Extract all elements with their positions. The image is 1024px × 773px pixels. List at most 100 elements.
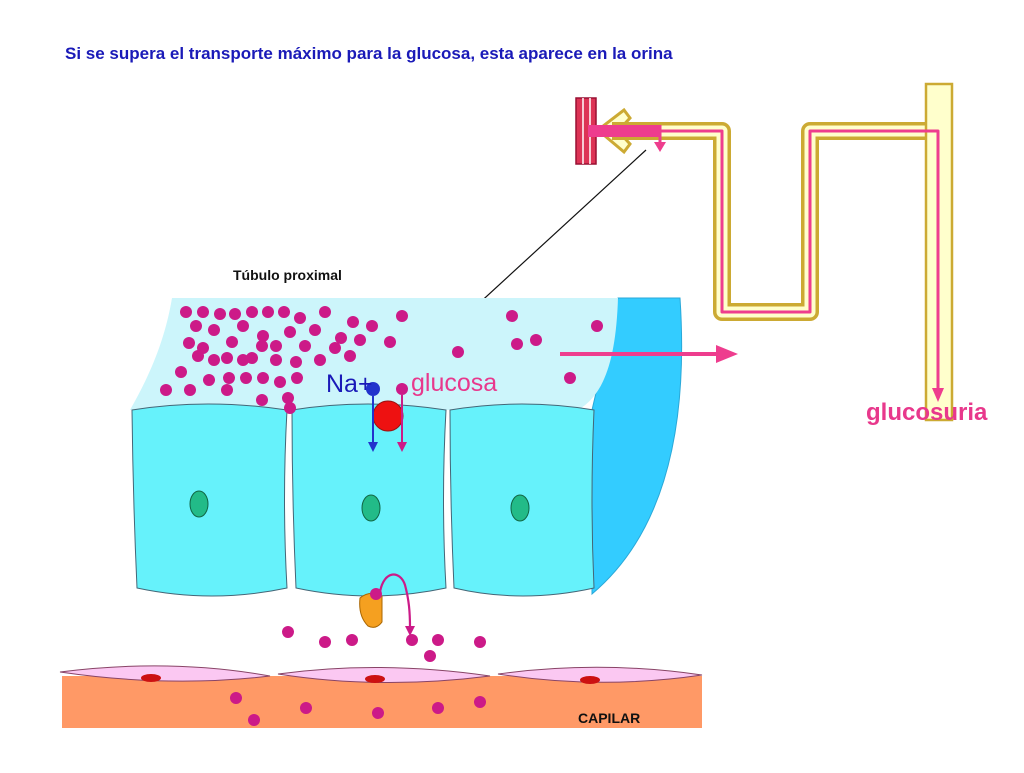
sglt-transporter: [372, 400, 404, 432]
glucose-particle: [270, 354, 282, 366]
cell-nucleus: [189, 490, 209, 518]
glucose-particle: [506, 310, 518, 322]
glucose-particle: [309, 324, 321, 336]
glucose-particle: [183, 337, 195, 349]
glucose-particle: [372, 707, 384, 719]
glucose-particle: [300, 702, 312, 714]
glucose-particle: [406, 634, 418, 646]
tubule-wall: [612, 122, 930, 321]
glucose-particle: [248, 714, 260, 726]
glucosuria-arrowhead: [932, 388, 944, 402]
endothelial-cell: [59, 665, 271, 682]
glucose-particle: [257, 372, 269, 384]
glucose-particle: [230, 692, 242, 704]
glucose-particle: [240, 372, 252, 384]
lumen-wall: [591, 297, 683, 596]
glucose-particle: [203, 374, 215, 386]
glucose-particle: [278, 306, 290, 318]
glucose-particle: [257, 330, 269, 342]
excess-glucose-arrowhead: [716, 345, 738, 363]
sodium-arrowhead: [368, 442, 378, 452]
glucose-particle: [223, 372, 235, 384]
glucose-particle: [452, 346, 464, 358]
glucose-particle: [384, 336, 396, 348]
tubule-lumen: [130, 297, 683, 596]
glucose-particle: [282, 626, 294, 638]
glucose-particle: [290, 356, 302, 368]
capilar-label: CAPILAR: [578, 710, 641, 726]
glucose-particle: [432, 702, 444, 714]
cell-nucleus: [510, 494, 530, 522]
glucose-particle: [208, 324, 220, 336]
glucose-particle: [160, 384, 172, 396]
filtrate-bar: [588, 125, 660, 137]
cell-nucleus: [361, 494, 381, 522]
glucose-particle: [184, 384, 196, 396]
glucose-particle: [226, 336, 238, 348]
glucose-particle: [591, 320, 603, 332]
glucose-molecule: [370, 588, 382, 600]
glucose-arrowhead: [397, 442, 407, 452]
glucose-particle: [237, 354, 249, 366]
glucose-particle: [294, 312, 306, 324]
tubulo-proximal-label: Túbulo proximal: [233, 267, 342, 283]
glucose-particle: [511, 338, 523, 350]
glucose-particle: [197, 306, 209, 318]
glucosa-label: glucosa: [411, 369, 498, 397]
glucose-particle: [432, 634, 444, 646]
lumen-fluid: [130, 298, 618, 410]
glucose-particle: [256, 340, 268, 352]
glucose-particle: [175, 366, 187, 378]
glucose-particle: [180, 306, 192, 318]
glucose-exit-arrowhead: [405, 626, 415, 636]
transport-mechanisms: [359, 345, 738, 636]
sodium-ion: [366, 382, 380, 396]
glucose-particle: [366, 320, 378, 332]
glucose-particle: [396, 310, 408, 322]
glucose-particle: [530, 334, 542, 346]
glucose-molecule: [396, 383, 408, 395]
glucose-particle: [291, 372, 303, 384]
glucose-particle: [284, 326, 296, 338]
glucose-particle: [190, 320, 202, 332]
glucose-particle: [299, 340, 311, 352]
sodium-label: Na+: [326, 370, 373, 398]
glucose-particle: [319, 306, 331, 318]
endothelial-nucleus: [141, 674, 161, 682]
glucose-particle: [329, 342, 341, 354]
glucose-particle: [246, 306, 258, 318]
glucose-particle: [262, 306, 274, 318]
endothelial-nucleus: [580, 676, 600, 684]
endothelial-cell: [497, 666, 703, 683]
glucose-particle: [344, 350, 356, 362]
capillary-blood: [62, 676, 702, 728]
glucose-particle: [564, 372, 576, 384]
glucose-particle: [229, 308, 241, 320]
glucose-particle: [270, 340, 282, 352]
glucose-particle: [246, 352, 258, 364]
glucose-particle: [284, 402, 296, 414]
glucose-particle: [354, 334, 366, 346]
glucose-path-line: [660, 129, 940, 390]
glucosuria-label: glucosuria: [866, 399, 988, 426]
capillary: [59, 665, 703, 728]
endothelial-cell: [277, 666, 491, 684]
epithelial-cell: [131, 403, 288, 597]
epithelial-cells: [131, 403, 595, 597]
glucose-particle: [214, 308, 226, 320]
glucose-particle: [192, 350, 204, 362]
glucose-particles: [160, 306, 603, 726]
glucose-particle: [474, 636, 486, 648]
glucose-particle: [208, 354, 220, 366]
glucose-particle: [347, 316, 359, 328]
glucose-particle: [274, 376, 286, 388]
glucose-particle: [474, 696, 486, 708]
page-title: Si se supera el transporte máximo para l…: [65, 44, 673, 63]
glucose-particle: [221, 384, 233, 396]
glucose-particle: [237, 320, 249, 332]
glucose-particle: [424, 650, 436, 662]
glucose-particle: [282, 392, 294, 404]
glucose-particle: [221, 352, 233, 364]
